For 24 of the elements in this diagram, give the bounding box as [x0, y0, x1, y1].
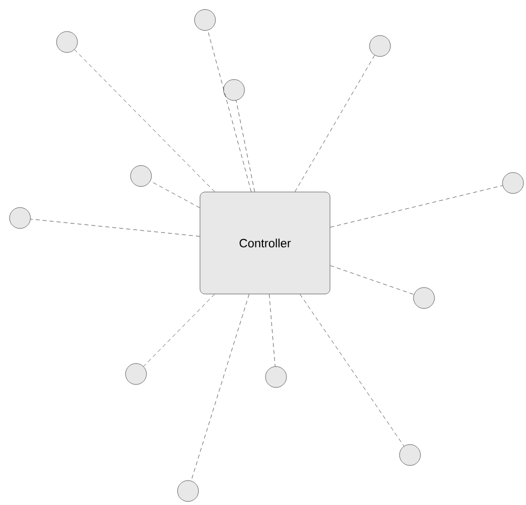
- connector-line: [30, 218, 200, 237]
- circle-node: [56, 31, 78, 53]
- circle-node: [265, 366, 287, 388]
- circle-node: [194, 9, 216, 31]
- connector-line: [294, 55, 375, 192]
- circle-node: [130, 165, 152, 187]
- connector-line: [330, 265, 414, 295]
- circle-node: [399, 444, 421, 466]
- circle-node: [413, 287, 435, 309]
- connector-line: [330, 185, 503, 228]
- connector-line: [300, 294, 404, 446]
- circle-node: [125, 363, 147, 385]
- circle-node: [502, 172, 524, 194]
- connector-line: [269, 294, 276, 367]
- circle-node: [177, 480, 199, 502]
- connector-line: [143, 294, 215, 367]
- controller-box: Controller: [200, 192, 330, 294]
- connector-line: [190, 294, 250, 481]
- connector-line: [236, 100, 255, 192]
- circle-node: [369, 35, 391, 57]
- connector-line: [74, 49, 215, 192]
- connector-line: [208, 30, 252, 192]
- circle-node: [223, 79, 245, 101]
- circle-node: [9, 207, 31, 229]
